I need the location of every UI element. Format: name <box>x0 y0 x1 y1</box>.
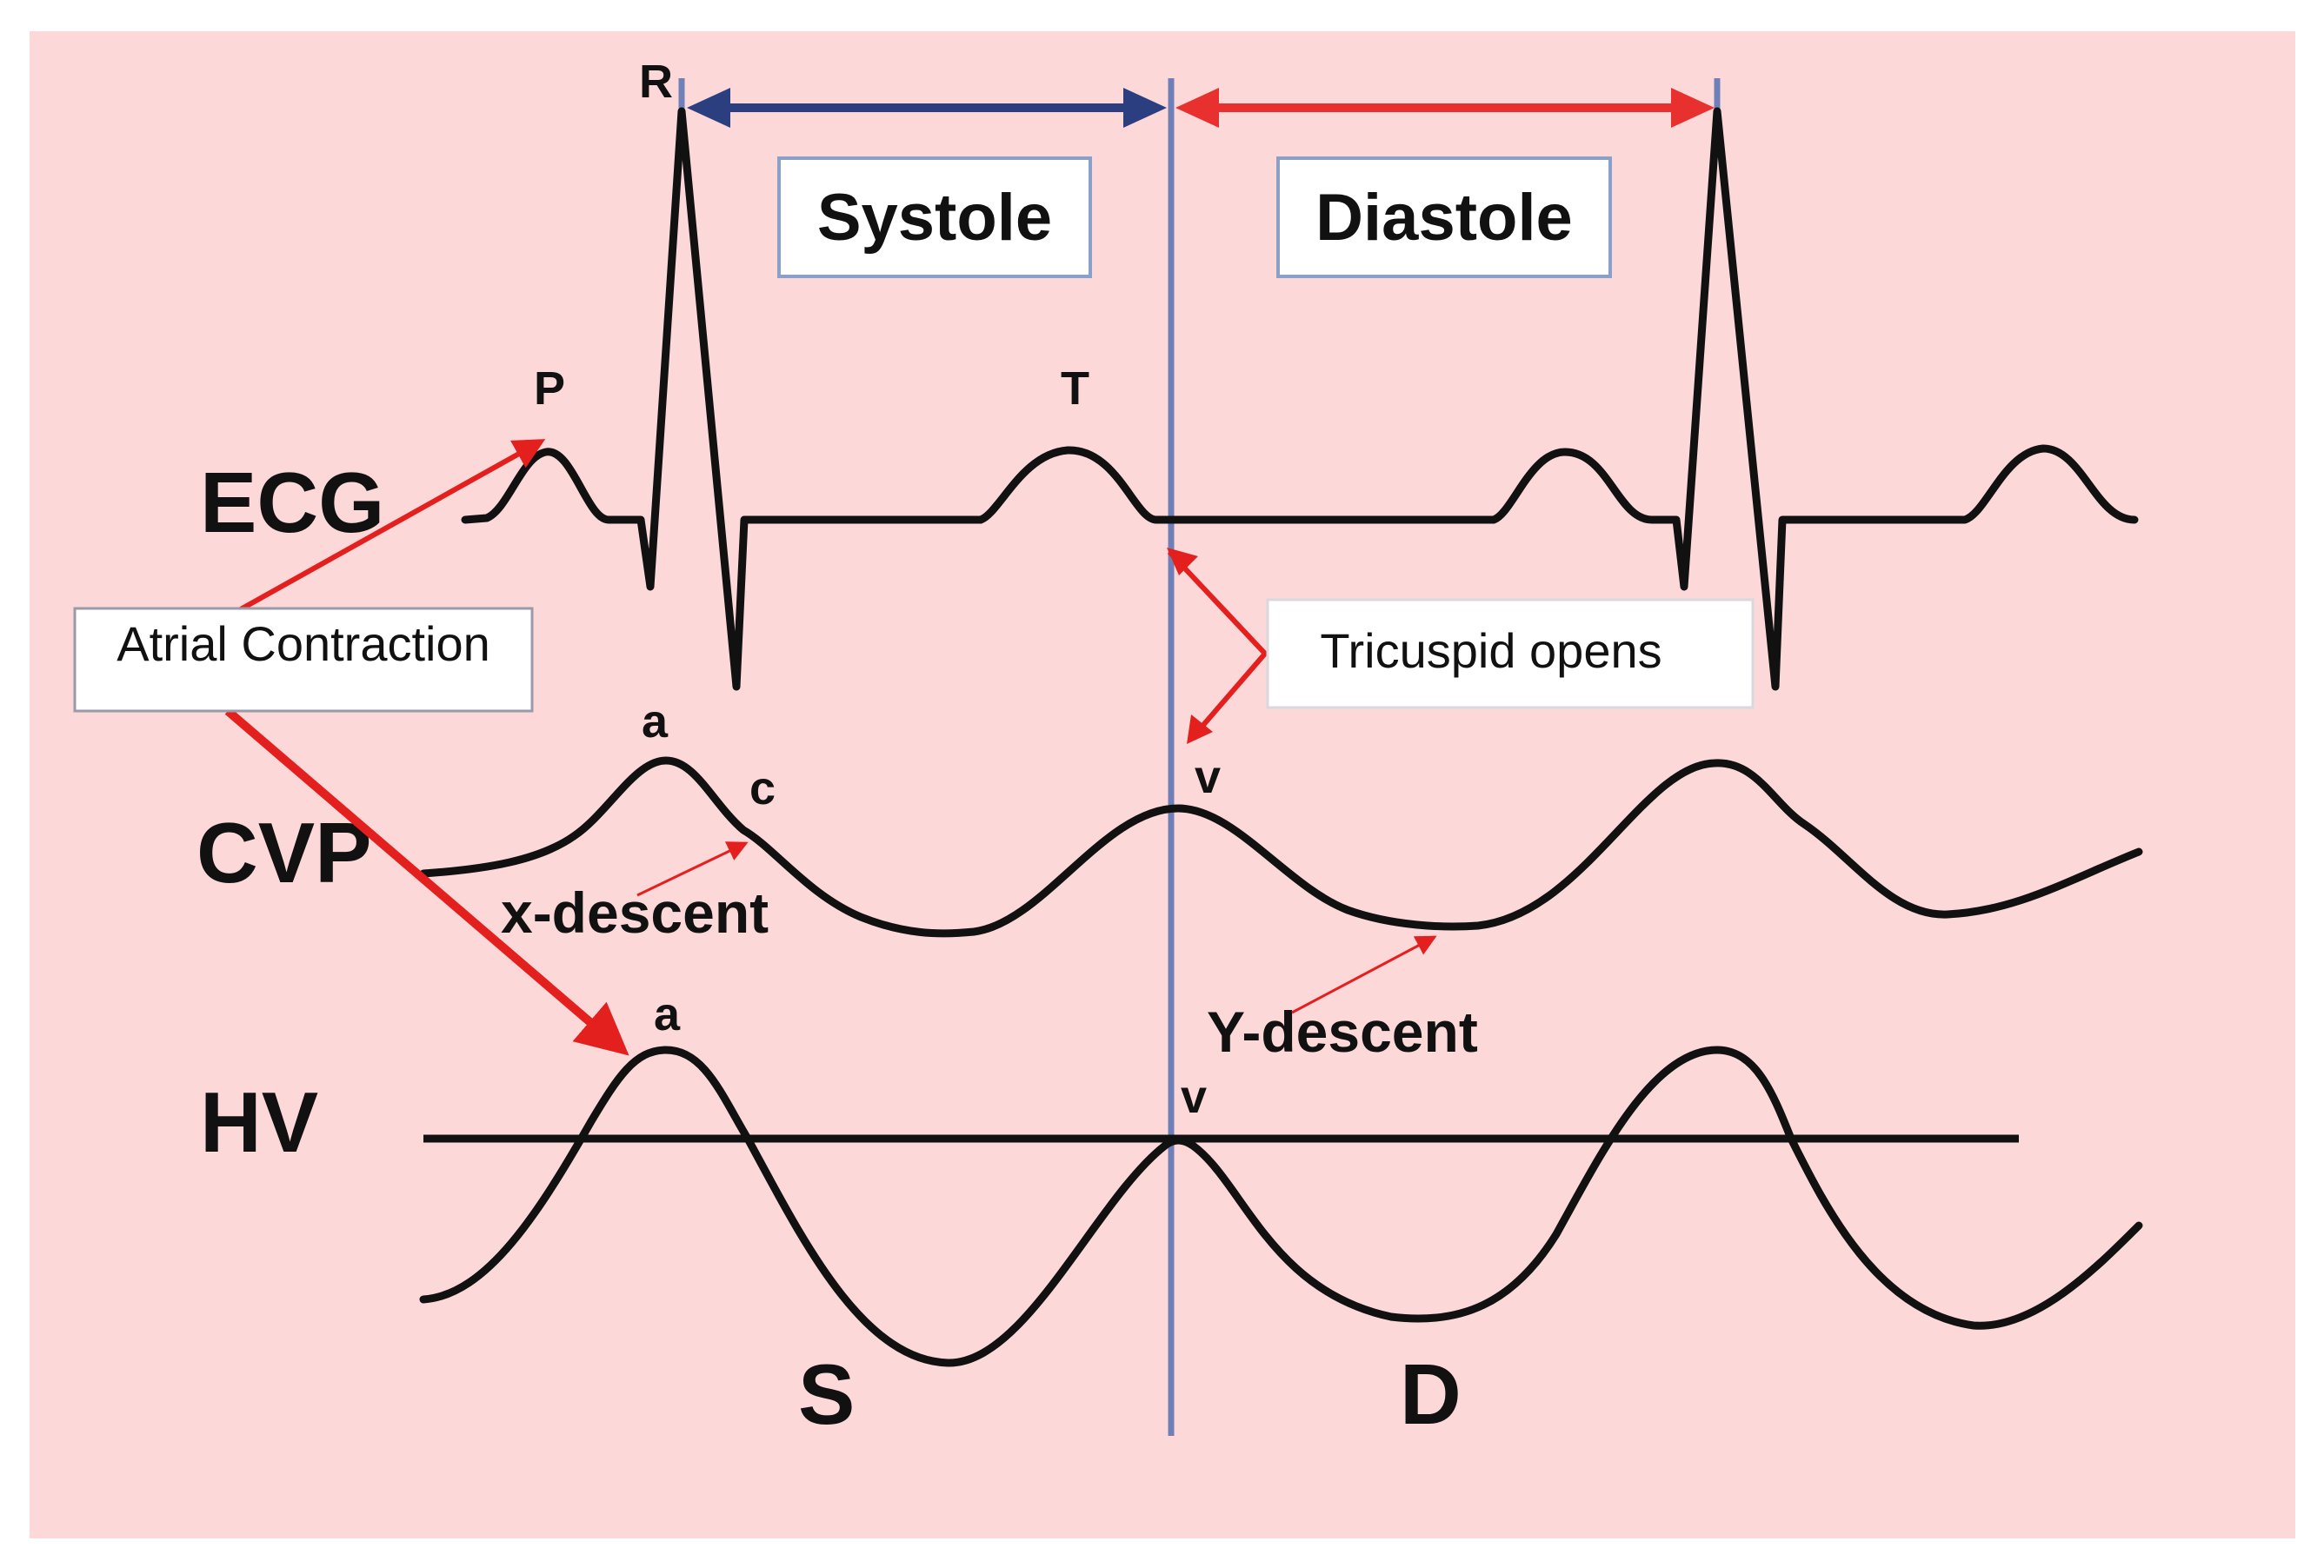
ecg-r-label: R <box>639 56 673 108</box>
hv-trace <box>419 1046 2143 1367</box>
cvp-c-label: c <box>749 762 776 814</box>
tricuspid-arrowhead-down <box>1187 714 1213 744</box>
systole-label-box: Systole <box>777 156 1092 278</box>
cvp-a-label: a <box>642 695 669 747</box>
tricuspid-opens-box: Tricuspid opens <box>1266 598 1755 709</box>
diastole-arrow <box>1175 88 1715 128</box>
ecg-label: ECG <box>200 455 384 550</box>
ecg-trace <box>461 107 2139 691</box>
hv-v-label: v <box>1181 1071 1207 1123</box>
ecg-p-label: P <box>534 362 565 415</box>
cvp-v-label: v <box>1195 751 1221 803</box>
tricuspid-opens-arrow <box>1167 549 1269 739</box>
hv-s-label: S <box>798 1346 855 1442</box>
cvp-y-descent-label: Y-descent <box>1207 1000 1478 1064</box>
tricuspid-opens-label: Tricuspid opens <box>1320 623 1661 678</box>
hv-a-label: a <box>654 988 681 1040</box>
systole-label: Systole <box>817 181 1052 255</box>
atrial-contraction-hv-arrow <box>224 708 629 1056</box>
hv-label: HV <box>200 1074 318 1170</box>
systole-arrow <box>687 88 1167 128</box>
atrial-contraction-label: Atrial Contraction <box>117 616 490 671</box>
diastole-label-box: Diastole <box>1276 156 1612 278</box>
x-descent-pointer <box>636 841 749 897</box>
cvp-trace <box>419 756 2143 938</box>
diagram-background <box>30 31 2295 1538</box>
cvp-x-descent-label: x-descent <box>501 880 769 945</box>
hv-d-label: D <box>1400 1346 1462 1442</box>
atrial-contraction-ecg-arrow <box>237 439 546 613</box>
y-descent-pointer <box>1291 935 1437 1014</box>
cvp-label: CVP <box>196 805 372 900</box>
diastole-label: Diastole <box>1315 181 1573 255</box>
atrial-contraction-box: Atrial Contraction <box>73 607 534 713</box>
ecg-t-label: T <box>1061 362 1089 415</box>
tricuspid-arrowhead-up <box>1167 548 1198 575</box>
